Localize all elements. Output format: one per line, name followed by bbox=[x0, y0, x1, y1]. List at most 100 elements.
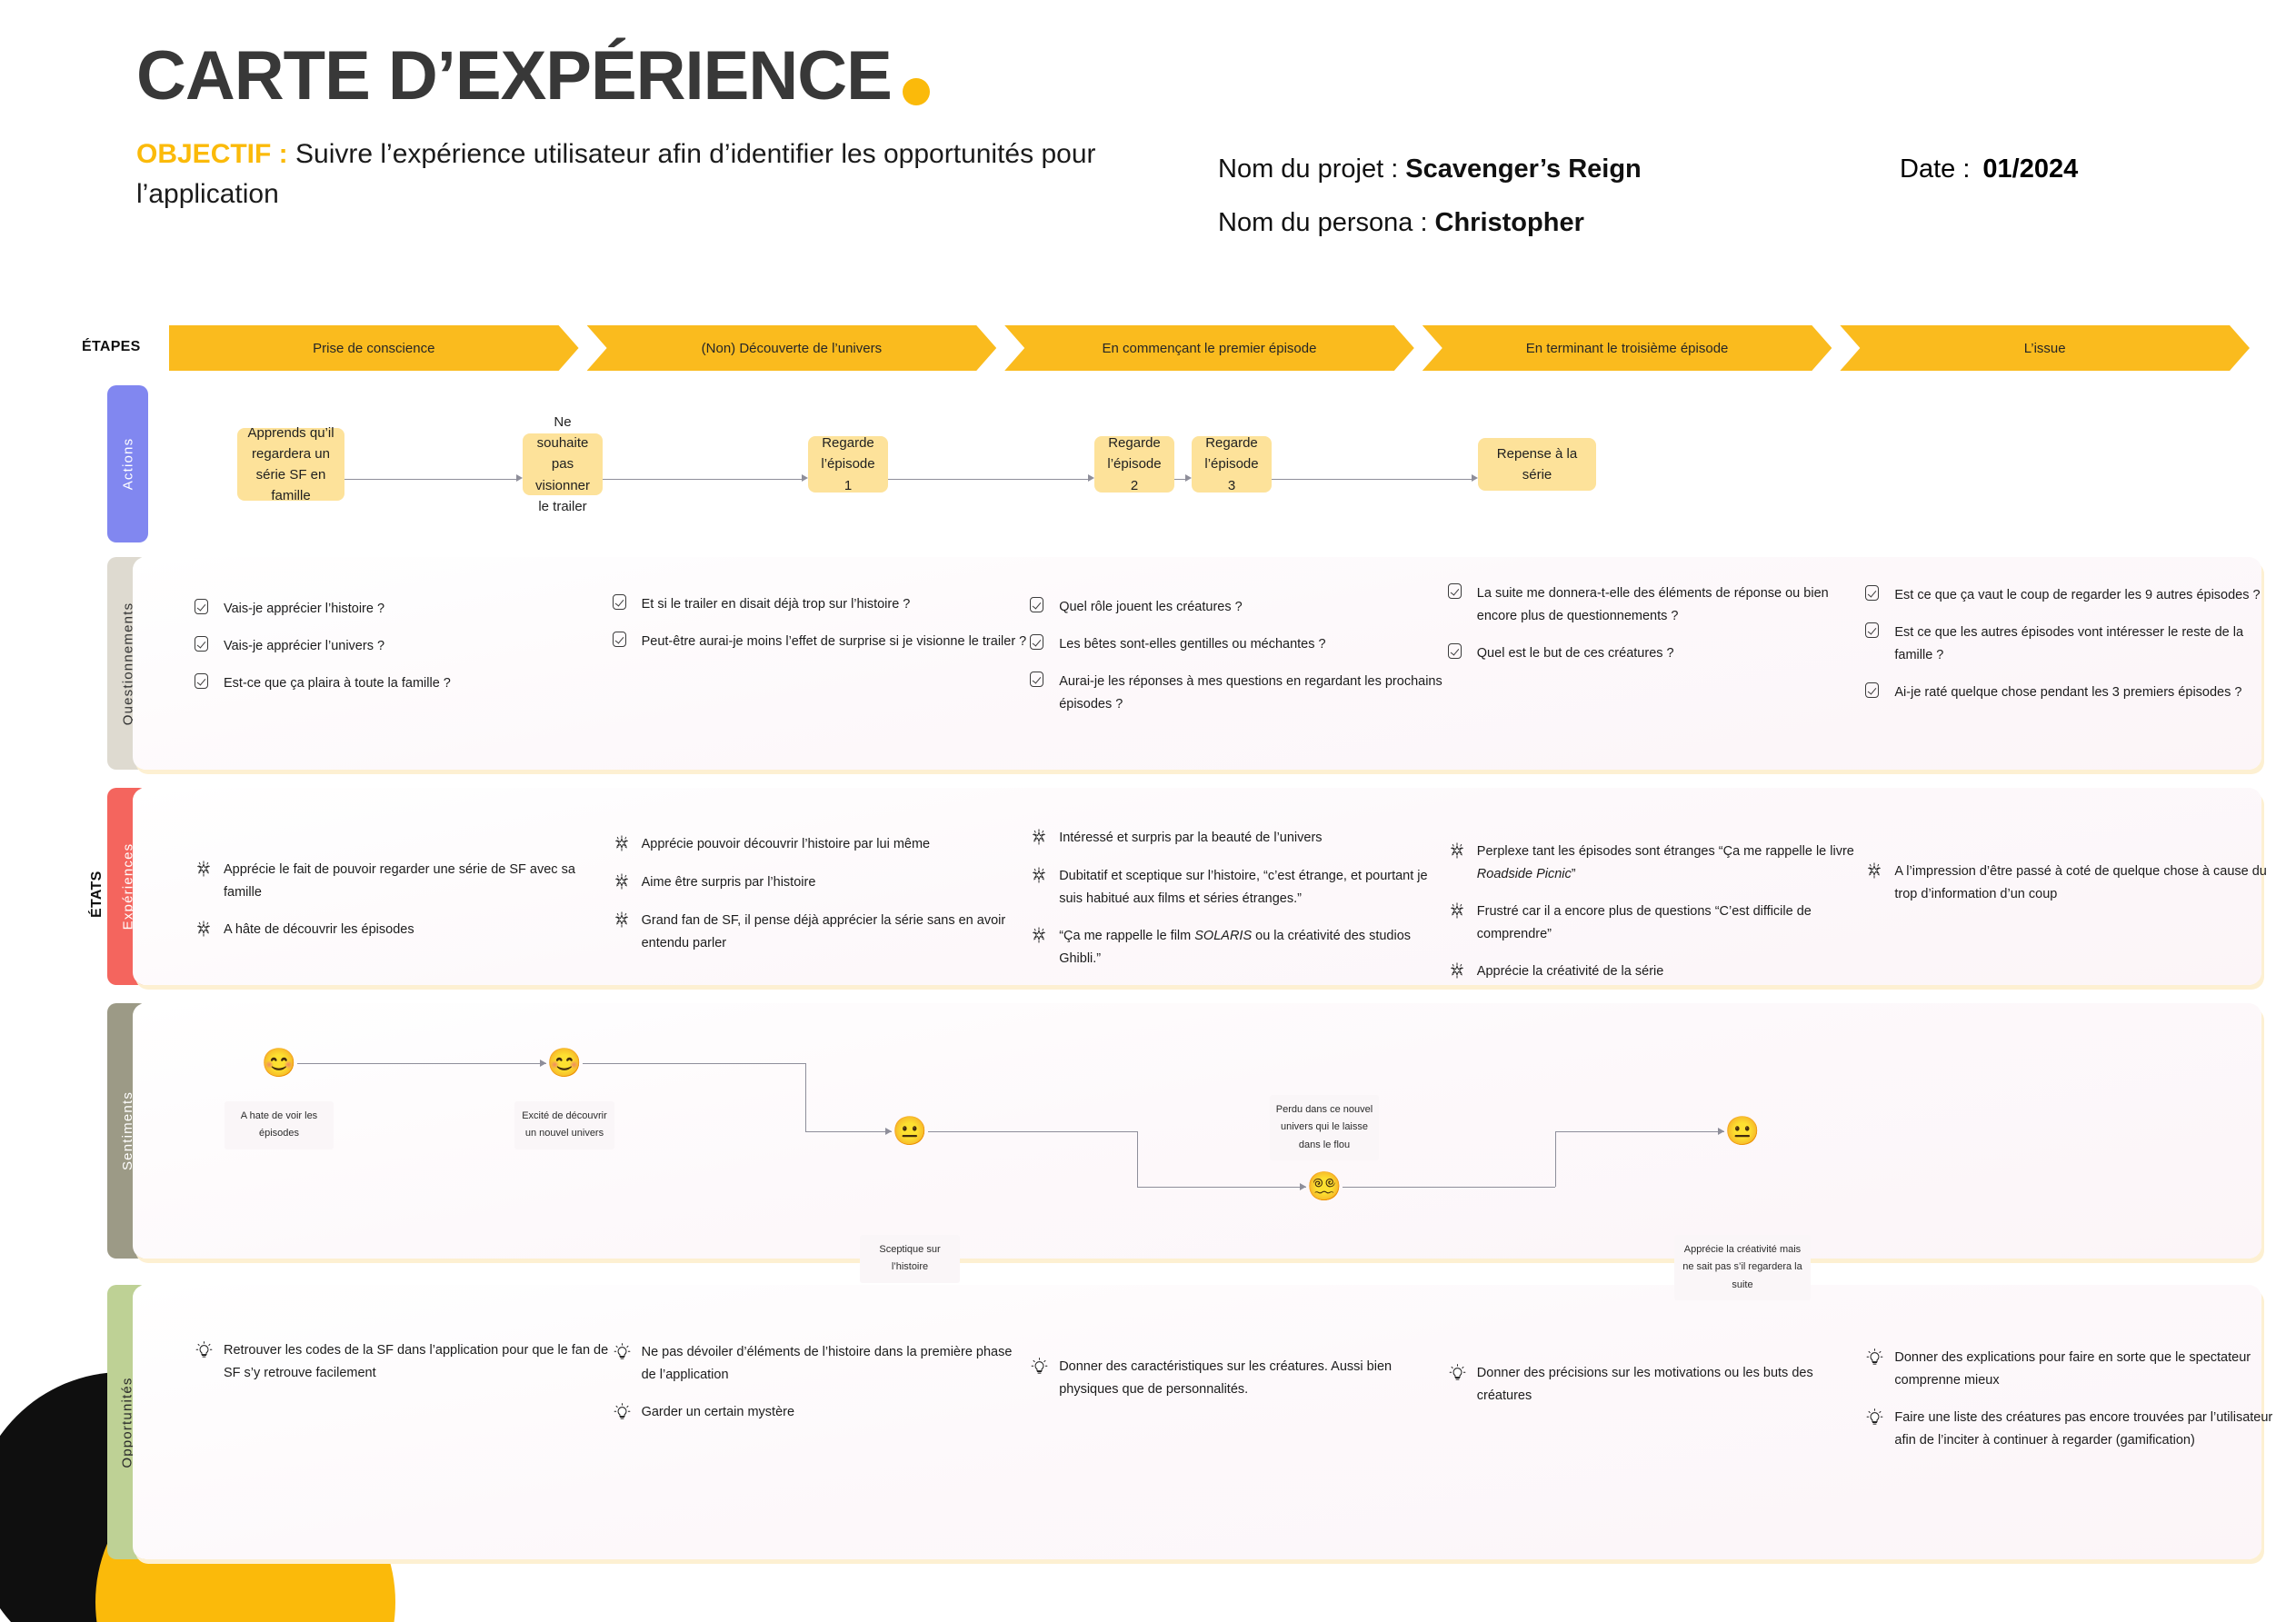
action-card-text: Apprends qu’il regardera un série SF en … bbox=[247, 424, 334, 504]
action-card-3[interactable]: Regarde l’épisode 1 bbox=[808, 435, 888, 493]
experiences-columns: Apprécie le fait de pouvoir regarder une… bbox=[195, 788, 2283, 985]
checkbox-icon bbox=[1030, 597, 1044, 612]
list-item[interactable]: Quel rôle jouent les créatures ? bbox=[1030, 596, 1448, 619]
list-item[interactable]: Peut-être aurai-je moins l’effet de surp… bbox=[612, 631, 1031, 653]
list-item[interactable]: Dubitatif et sceptique sur l’histoire, “… bbox=[1030, 865, 1448, 911]
list-item-text: Est ce que les autres épisodes vont inté… bbox=[1894, 624, 2244, 662]
list-item-text: Donner des explications pour faire en so… bbox=[1894, 1350, 2251, 1388]
stage-arrow-5[interactable]: L’issue bbox=[1840, 325, 2250, 371]
lightbulb-icon bbox=[613, 1342, 633, 1367]
list-item[interactable]: Ai-je raté quelque chose pendant les 3 p… bbox=[1865, 682, 2283, 704]
list-item[interactable]: Frustré car il a encore plus de question… bbox=[1448, 901, 1866, 946]
action-card-5[interactable]: Regarde l’épisode 3 bbox=[1192, 435, 1272, 493]
action-connector-line bbox=[1174, 479, 1186, 480]
list-item-text: Donner des caractéristiques sur les créa… bbox=[1059, 1359, 1393, 1397]
sparkle-icon bbox=[195, 860, 215, 882]
emoji-glyph: 😊 bbox=[546, 1047, 583, 1079]
list-item[interactable]: Quel est le but de ces créatures ? bbox=[1447, 642, 1866, 665]
list-item[interactable]: Est ce que les autres épisodes vont inté… bbox=[1865, 622, 2283, 667]
list-item[interactable]: La suite me donnera-t-elle des éléments … bbox=[1447, 582, 1866, 628]
lightbulb-icon bbox=[1865, 1348, 1885, 1372]
sparkle-icon bbox=[613, 911, 633, 933]
list-item-text: Retrouver les codes de la SF dans l’appl… bbox=[224, 1343, 609, 1380]
list-item[interactable]: Les bêtes sont-elles gentilles ou méchan… bbox=[1030, 633, 1448, 656]
project-meta: Nom du projet : Scavenger’s Reign Nom du… bbox=[1218, 154, 1642, 262]
sentiment-connector-line bbox=[805, 1131, 892, 1132]
list-item[interactable]: Est ce que ça vaut le coup de regarder l… bbox=[1865, 584, 2283, 607]
list-item-text: Grand fan de SF, il pense déjà apprécier… bbox=[641, 913, 1006, 950]
stage-arrow-4[interactable]: En terminant le troisième épisode bbox=[1423, 325, 1832, 371]
list-item[interactable]: Donner des explications pour faire en so… bbox=[1865, 1347, 2283, 1392]
smiling-face-emoji[interactable]: 😊 bbox=[546, 1046, 583, 1080]
stage-label: L’issue bbox=[2023, 340, 2066, 356]
list-item[interactable]: Donner des précisions sur les motivation… bbox=[1448, 1362, 1866, 1408]
sentiment-caption: Perdu dans ce nouvel univers qui le lais… bbox=[1270, 1095, 1379, 1160]
objective-text: OBJECTIF : Suivre l’expérience utilisate… bbox=[136, 134, 1154, 214]
action-card-6[interactable]: Repense à la série bbox=[1478, 438, 1596, 491]
list-item-text: Aurai-je les réponses à mes questions en… bbox=[1059, 673, 1442, 711]
list-item[interactable]: A l’impression d’être passé à coté de qu… bbox=[1865, 861, 2283, 906]
list-item[interactable]: Grand fan de SF, il pense déjà apprécier… bbox=[613, 910, 1031, 955]
list-item[interactable]: Faire une liste des créatures pas encore… bbox=[1865, 1407, 2283, 1452]
list-item-text: Est-ce que ça plaira à toute la famille … bbox=[224, 675, 451, 691]
persona-value: Christopher bbox=[1434, 208, 1584, 237]
column-3: Quel rôle jouent les créatures ? Les bête… bbox=[1030, 557, 1448, 770]
dizzy-face-emoji[interactable]: 😵‍💫 bbox=[1307, 1169, 1343, 1204]
list-item-text: Vais-je apprécier l’univers ? bbox=[224, 638, 385, 653]
list-item[interactable]: A hâte de découvrir les épisodes bbox=[195, 919, 613, 942]
sentiment-caption: Excité de découvrir un nouvel univers bbox=[514, 1101, 614, 1149]
list-item[interactable]: Garder un certain mystère bbox=[613, 1401, 1031, 1427]
list-item-text: Les bêtes sont-elles gentilles ou méchan… bbox=[1059, 636, 1326, 652]
sparkle-icon bbox=[1030, 866, 1050, 889]
action-card-4[interactable]: Regarde l’épisode 2 bbox=[1094, 435, 1174, 493]
list-item[interactable]: Retrouver les codes de la SF dans l’appl… bbox=[195, 1339, 613, 1385]
item-list: A l’impression d’être passé à coté de qu… bbox=[1865, 861, 2283, 920]
sentiment-connector-line bbox=[1555, 1131, 1556, 1187]
lightbulb-icon bbox=[195, 1340, 215, 1365]
list-item[interactable]: Apprécie pouvoir découvrir l’histoire pa… bbox=[613, 833, 1031, 857]
sentiment-connector-line bbox=[1137, 1187, 1306, 1188]
action-connector-line bbox=[888, 479, 1089, 480]
list-item-text: Aime être surpris par l’histoire bbox=[641, 875, 816, 890]
sentiment-connector-arrow bbox=[885, 1128, 892, 1135]
list-item[interactable]: Perplexe tant les épisodes sont étranges… bbox=[1448, 841, 1866, 886]
stage-arrow-1[interactable]: Prise de conscience bbox=[169, 325, 579, 371]
stages-axis-label: ÉTAPES bbox=[82, 339, 141, 354]
list-item[interactable]: Aime être surpris par l’histoire bbox=[613, 871, 1031, 895]
checkbox-icon bbox=[195, 635, 208, 652]
action-card-2[interactable]: Ne souhaite pas visionner le trailer bbox=[523, 414, 603, 514]
row-sentiments: Sentiments bbox=[107, 1003, 2261, 1259]
column-1: Retrouver les codes de la SF dans l’appl… bbox=[195, 1285, 613, 1559]
neutral-face-emoji[interactable]: 😐 bbox=[1724, 1114, 1761, 1149]
item-list: Donner des précisions sur les motivation… bbox=[1448, 1362, 1866, 1422]
persona-label: Nom du persona : bbox=[1218, 208, 1428, 237]
action-connector-line bbox=[1272, 479, 1472, 480]
neutral-face-emoji[interactable]: 😐 bbox=[893, 1114, 928, 1149]
list-item[interactable]: Apprécie la créativité de la série bbox=[1448, 960, 1866, 984]
item-list: Donner des explications pour faire en so… bbox=[1865, 1347, 2283, 1467]
list-item[interactable]: Aurai-je les réponses à mes questions en… bbox=[1030, 671, 1448, 716]
list-item[interactable]: Ne pas dévoiler d’éléments de l’histoire… bbox=[613, 1341, 1031, 1387]
list-item-text: “Ça me rappelle le film SOLARIS ou la cr… bbox=[1059, 928, 1412, 966]
stage-arrow-3[interactable]: En commençant le premier épisode bbox=[1004, 325, 1414, 371]
list-item[interactable]: Apprécie le fait de pouvoir regarder une… bbox=[195, 859, 613, 904]
column-4: Donner des précisions sur les motivation… bbox=[1448, 1285, 1866, 1559]
list-item-text: Quel est le but de ces créatures ? bbox=[1476, 645, 1674, 661]
emoji-glyph: 😐 bbox=[1724, 1115, 1761, 1147]
list-item[interactable]: Vais-je apprécier l’histoire ? bbox=[195, 598, 613, 621]
list-item-text: Faire une liste des créatures pas encore… bbox=[1894, 1409, 2273, 1448]
list-item[interactable]: Intéressé et surpris par la beauté de l’… bbox=[1030, 827, 1448, 851]
smiling-face-emoji[interactable]: 😊 bbox=[262, 1046, 297, 1080]
list-item[interactable]: Donner des caractéristiques sur les créa… bbox=[1030, 1356, 1448, 1401]
list-item-text: Peut-être aurai-je moins l’effet de surp… bbox=[641, 633, 1027, 649]
action-connector-line bbox=[603, 479, 803, 480]
list-item[interactable]: Vais-je apprécier l’univers ? bbox=[195, 635, 613, 658]
list-item[interactable]: “Ça me rappelle le film SOLARIS ou la cr… bbox=[1030, 925, 1448, 970]
list-item[interactable]: Et si le trailer en disait déjà trop sur… bbox=[612, 593, 1031, 616]
action-card-text: Ne souhaite pas visionner le trailer bbox=[534, 413, 591, 514]
stage-arrow-2[interactable]: (Non) Découverte de l’univers bbox=[587, 325, 997, 371]
action-card-1[interactable]: Apprends qu’il regardera un série SF en … bbox=[237, 425, 344, 503]
column-4: Perplexe tant les épisodes sont étranges… bbox=[1448, 788, 1866, 985]
list-item[interactable]: Est-ce que ça plaira à toute la famille … bbox=[195, 672, 613, 695]
